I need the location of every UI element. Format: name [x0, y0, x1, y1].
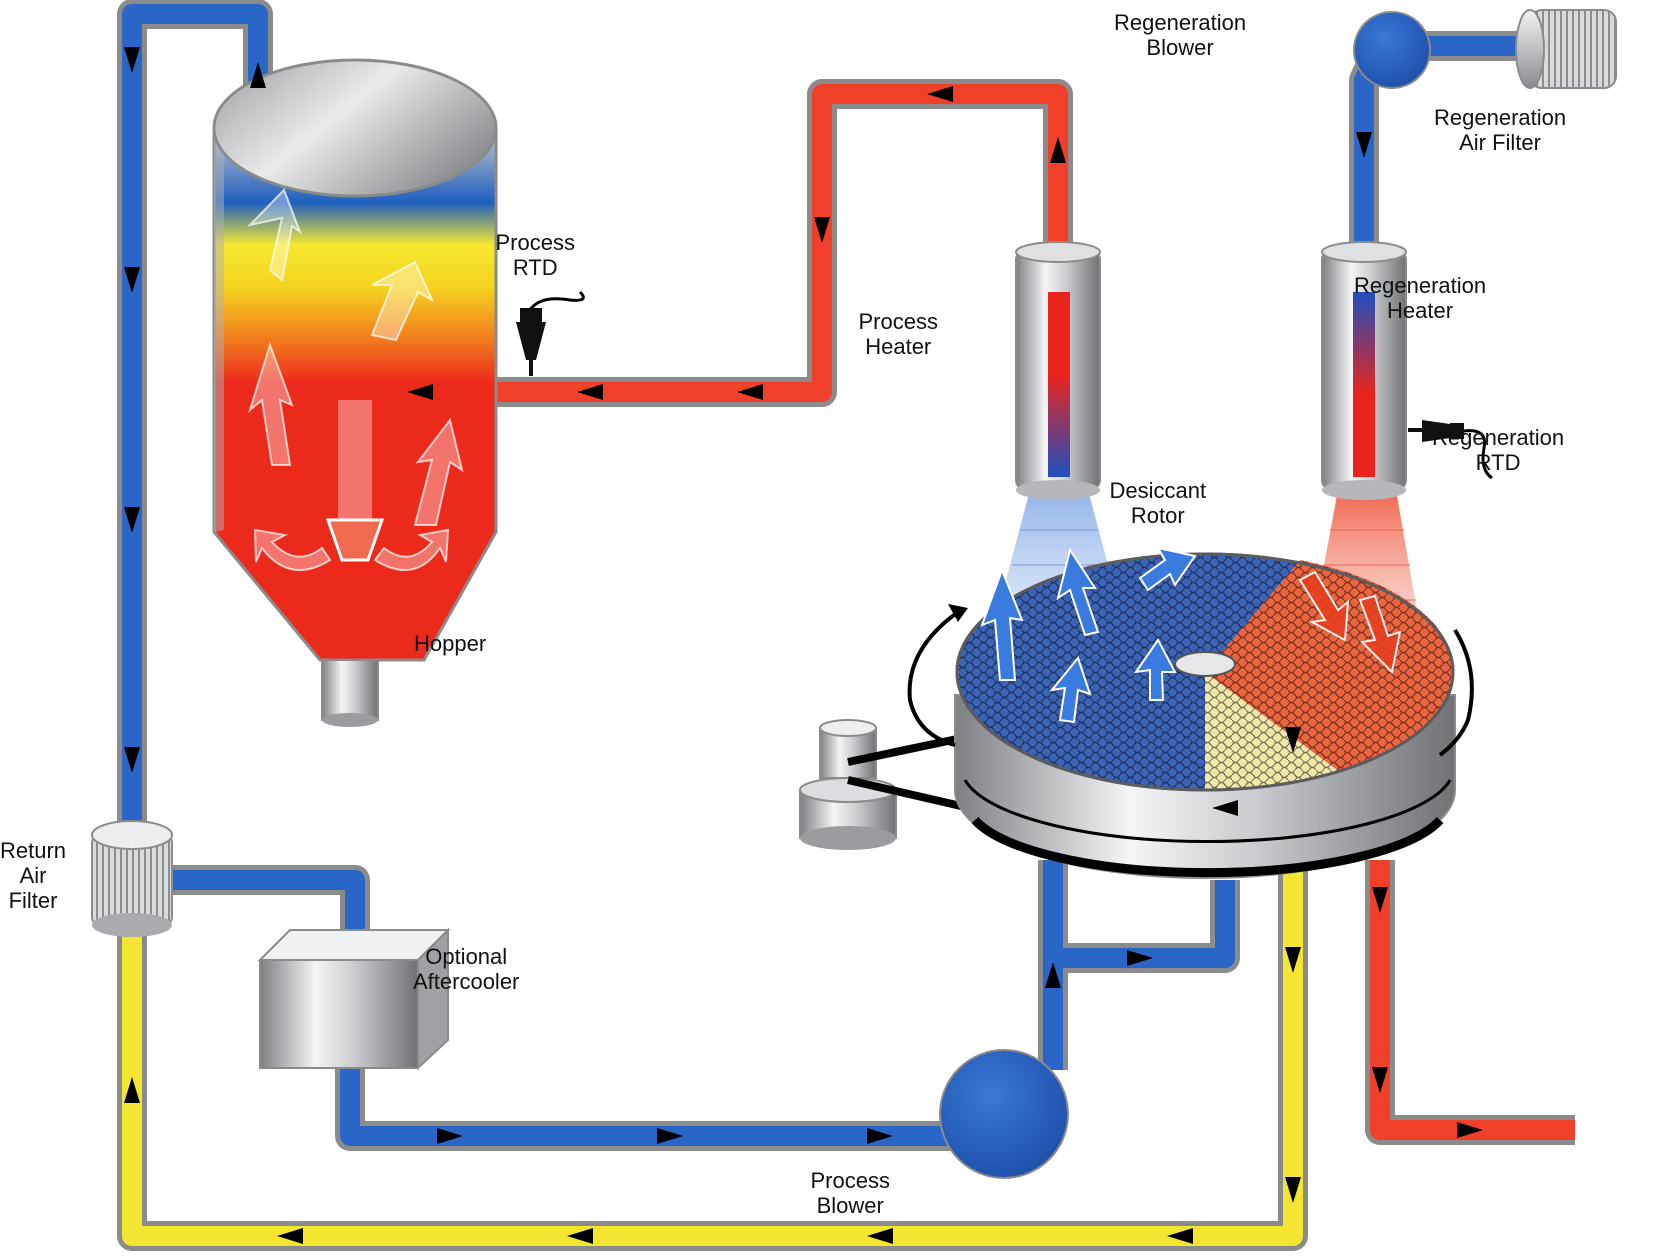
- regeneration-air-filter-label-line-1: Regeneration: [1434, 105, 1567, 130]
- process-heater-label-line-2: Heater: [865, 334, 932, 359]
- rtd-probe-icon: [516, 290, 585, 376]
- regeneration-rtd-label-line-1: Regeneration: [1432, 425, 1565, 450]
- blower-to-rotor-pipe-fill: [1043, 860, 1235, 1070]
- filter-to-aftercooler-pipe-fill: [165, 870, 365, 940]
- drive-motor-icon: [799, 719, 897, 850]
- process-blower-icon: [939, 1049, 1069, 1179]
- flow-arrow-down: [124, 747, 140, 773]
- process-rtd-label: Process RTD: [496, 230, 575, 280]
- process-blower-label: Process Blower: [811, 1168, 890, 1218]
- regeneration-blower-label: Regeneration Blower: [1114, 10, 1246, 60]
- process-rtd-label-line-2: RTD: [512, 255, 558, 280]
- flow-arrow-up: [124, 1077, 140, 1103]
- regeneration-blower-icon: [1353, 11, 1431, 89]
- process-heater-label-line-1: Process: [858, 309, 938, 334]
- return-air-filter-label-line-2: Air: [19, 863, 47, 888]
- flow-arrow-right: [437, 1128, 463, 1144]
- optional-aftercooler-label-line-2: Aftercooler: [413, 969, 520, 994]
- hopper-label-line-1: Hopper: [414, 631, 487, 656]
- regeneration-heater-label-line-2: Heater: [1387, 298, 1454, 323]
- regeneration-exhaust-pipe: [1365, 860, 1575, 1145]
- flow-arrow-right: [1127, 950, 1153, 966]
- flow-arrows: [124, 47, 1483, 1244]
- flow-arrow-right: [657, 1128, 683, 1144]
- return-air-filter-icon: [91, 820, 173, 937]
- flow-arrow-right: [867, 1128, 893, 1144]
- aftercooler-icon: [257, 927, 451, 1071]
- flow-arrow-left: [407, 384, 433, 400]
- return-air-filter-label-line-3: Filter: [8, 888, 58, 913]
- regeneration-air-filter-label-line-2: Air Filter: [1459, 130, 1541, 155]
- flow-arrow-up: [1045, 962, 1061, 988]
- optional-aftercooler-label: Optional Aftercooler: [413, 944, 519, 994]
- flow-arrow-left: [737, 384, 763, 400]
- flow-arrow-up: [250, 62, 266, 88]
- flow-arrow-left: [577, 384, 603, 400]
- regeneration-rtd-probe-icon: [1408, 420, 1493, 480]
- desiccant-rotor-label-line-1: Desiccant: [1109, 478, 1207, 503]
- process-rtd-label-line-1: Process: [495, 230, 575, 255]
- regeneration-blower-label-line-2: Blower: [1146, 35, 1214, 60]
- desiccant-rotor-label: Desiccant Rotor: [1110, 478, 1207, 528]
- desiccant-rotor-label-line-2: Rotor: [1130, 503, 1185, 528]
- flow-arrow-down: [1285, 727, 1301, 753]
- flow-arrow-left: [567, 1228, 593, 1244]
- flow-arrow-down: [124, 47, 140, 73]
- process-blower-label-line-1: Process: [810, 1168, 890, 1193]
- flow-arrow-down: [1372, 887, 1388, 913]
- flow-arrow-up: [1050, 137, 1066, 163]
- regeneration-air-filter-icon: [1515, 9, 1617, 89]
- hopper-icon: [212, 58, 498, 727]
- flow-arrow-left: [1212, 800, 1238, 816]
- flow-arrow-left: [867, 1228, 893, 1244]
- aftercooler-to-blower-pipe: [335, 1060, 960, 1151]
- process-blower-label-line-2: Blower: [816, 1193, 884, 1218]
- flow-arrow-down: [1372, 1067, 1388, 1093]
- flow-arrow-down: [1285, 947, 1301, 973]
- regeneration-blower-label-line-1: Regeneration: [1114, 10, 1247, 35]
- process-heater-label: Process Heater: [859, 309, 938, 359]
- optional-aftercooler-label-line-1: Optional: [425, 944, 508, 969]
- regeneration-exhaust-pipe-fill: [1370, 860, 1575, 1140]
- flow-arrow-down: [1285, 1177, 1301, 1203]
- flow-arrow-left: [1167, 1228, 1193, 1244]
- desiccant-rotor-icon: [799, 546, 1474, 879]
- regeneration-rtd-label: Regeneration RTD: [1432, 425, 1564, 475]
- regeneration-heater-label: Regeneration Heater: [1354, 273, 1486, 323]
- flow-arrow-down: [1356, 132, 1372, 158]
- regeneration-air-filter-label: Regeneration Air Filter: [1434, 105, 1566, 155]
- flow-arrow-down: [124, 507, 140, 533]
- aftercooler-to-blower-pipe-fill: [340, 1060, 960, 1146]
- flow-arrow-right: [1457, 1122, 1483, 1138]
- regeneration-heater-label-line-1: Regeneration: [1354, 273, 1487, 298]
- flow-arrow-down: [814, 217, 830, 243]
- return-air-filter-label: Return Air Filter: [0, 838, 66, 913]
- flow-arrow-left: [277, 1228, 303, 1244]
- flow-arrow-down: [124, 267, 140, 293]
- regeneration-rtd-label-line-2: RTD: [1475, 450, 1521, 475]
- return-air-filter-label-line-1: Return: [0, 838, 67, 863]
- flow-arrow-left: [927, 86, 953, 102]
- hopper-label: Hopper: [414, 631, 486, 656]
